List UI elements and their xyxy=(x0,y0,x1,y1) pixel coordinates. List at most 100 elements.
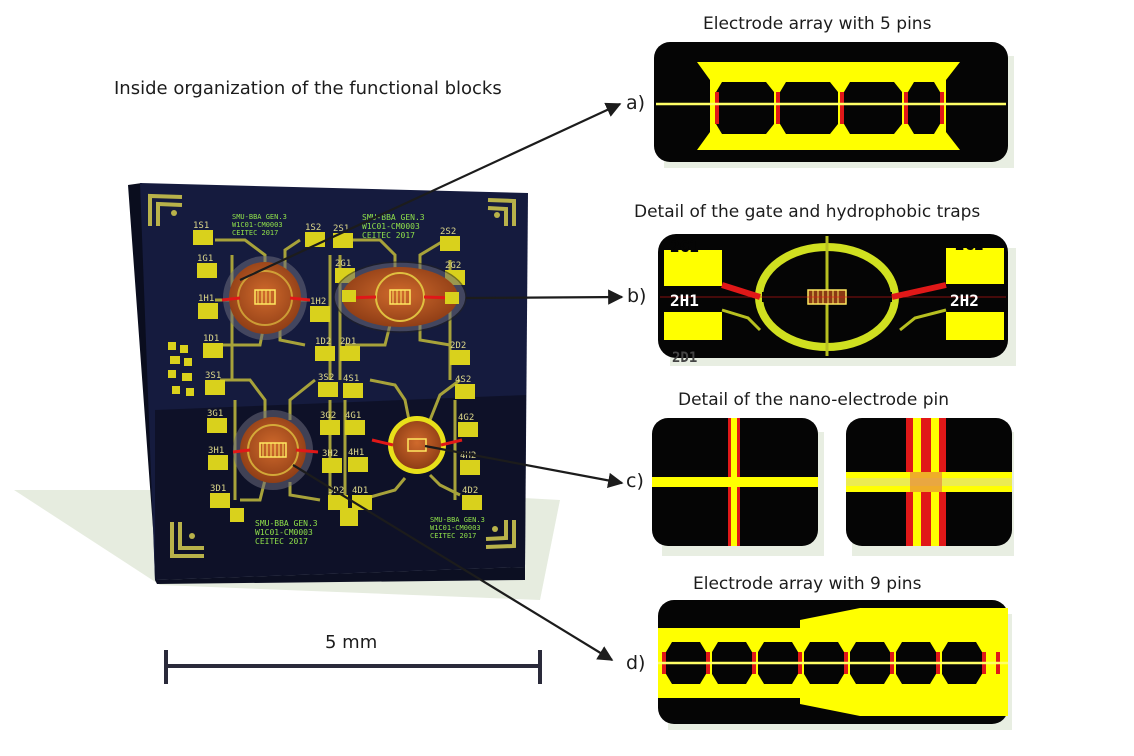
pointer-arrows xyxy=(239,102,624,661)
panel-c-tag: c) xyxy=(626,470,644,492)
arrow-to-panel-b xyxy=(465,289,624,305)
pad-2S1 xyxy=(333,233,353,248)
chip-text: SMU-BBA GEN.3 xyxy=(255,519,318,528)
pad-1H2 xyxy=(310,306,330,322)
pad-1S1 xyxy=(193,230,213,245)
panel-b-label-2h2: 2H2 xyxy=(950,291,979,310)
pad-label: 4S2 xyxy=(455,375,471,385)
panel-a-tag: a) xyxy=(626,92,646,114)
pad-label: 4G2 xyxy=(458,413,474,423)
chip-text: CEITEC 2017 xyxy=(430,532,476,540)
chip-text: CEITEC 2017 xyxy=(232,229,278,237)
panel-b-tag: b) xyxy=(627,285,647,307)
pad-3D2 xyxy=(328,495,348,510)
corner-mark-tr xyxy=(487,198,516,226)
pad-label: 1G1 xyxy=(197,254,213,264)
corner-mark-bl xyxy=(170,522,204,558)
pad-2S2 xyxy=(440,236,460,251)
test-structures xyxy=(168,342,194,396)
pad-4G1 xyxy=(345,420,365,435)
pad-label: 4G1 xyxy=(345,411,361,421)
pad-label: 3D1 xyxy=(210,484,226,494)
corner-mark-br xyxy=(485,520,516,549)
pad-2D1 xyxy=(340,346,360,361)
pad-2D2 xyxy=(450,350,470,365)
pad-3G1 xyxy=(207,418,227,433)
chip-text: W1C01-CM0003 xyxy=(362,222,420,231)
pad-label: 4S1 xyxy=(343,374,359,384)
panel-b-label-2g1: 2G1 xyxy=(670,237,699,256)
panel-b-label-2d1: 2D1 xyxy=(672,350,697,366)
panel-d-image xyxy=(658,600,1012,730)
pad-label: 3G2 xyxy=(320,411,336,421)
chip-text: W1C01-CM0003 xyxy=(430,524,481,532)
pad-4H1 xyxy=(348,457,368,472)
panel-b-label-2g2: 2G2 xyxy=(955,235,984,254)
pad-label: 4H2 xyxy=(460,451,476,461)
panel-a-title: Electrode array with 5 pins xyxy=(703,14,932,34)
pad-4G2 xyxy=(458,422,478,437)
pad-label: 2G1 xyxy=(335,259,351,269)
panel-a-image xyxy=(654,42,1014,168)
corner-mark-tl xyxy=(148,193,183,226)
panel-d-tag: d) xyxy=(626,652,646,674)
arrow-to-panel-c xyxy=(424,444,624,489)
pad-1H1 xyxy=(198,303,218,319)
pad-label: 4D2 xyxy=(462,486,478,496)
panel-b-title: Detail of the gate and hydrophobic traps xyxy=(634,202,981,222)
scale-bar-label: 5 mm xyxy=(325,632,378,653)
chip-text: W1C01-CM0003 xyxy=(232,221,283,229)
pad-label: 2G2 xyxy=(445,261,461,271)
chip-text: W1C01-CM0003 xyxy=(255,528,313,537)
pad-3S1 xyxy=(205,380,225,395)
pad-label: 4D1 xyxy=(352,486,368,496)
panel-d-title: Electrode array with 9 pins xyxy=(693,574,922,594)
chip-text: SMU-BBA GEN.3 xyxy=(430,516,485,524)
pad-4S1 xyxy=(343,383,363,398)
pad-label: 2D1 xyxy=(340,337,356,347)
pad-labels: 1S1 1S2 1G1 1H1 1H2 1D1 1D2 2S1 2S2 2G1 … xyxy=(193,221,478,496)
pad-4S2 xyxy=(455,384,475,399)
pad-label: 1H1 xyxy=(198,294,214,304)
pad-label: 3S1 xyxy=(205,371,221,381)
functional-block-3 xyxy=(232,410,319,490)
panel-b-image: 2G1 2G2 2H1 2H2 2D1 xyxy=(658,234,1016,366)
pad-label: 3S2 xyxy=(318,373,334,383)
pad-label: 1D1 xyxy=(203,334,219,344)
pad-3S2 xyxy=(318,382,338,397)
pad-label: 1S1 xyxy=(193,221,209,231)
chip-bottom-edge xyxy=(155,567,525,584)
pad-3H1 xyxy=(208,455,228,470)
pad-label: 2D2 xyxy=(450,341,466,351)
pad-label: 4H1 xyxy=(348,448,364,458)
pad-3G2 xyxy=(320,420,340,435)
pad-label: 1H2 xyxy=(310,297,326,307)
pad-1D1 xyxy=(203,343,223,358)
arrow-to-panel-d xyxy=(292,464,614,661)
scale-bar xyxy=(164,650,542,684)
chip-text: SMU-BBA GEN.3 xyxy=(362,213,425,222)
pad-label: 1D2 xyxy=(315,337,331,347)
pad-3H2 xyxy=(322,458,342,473)
pad-1D2 xyxy=(315,346,335,361)
pad-label: 3G1 xyxy=(207,409,223,419)
chip-text-blocks: SMU-BBA GEN.3 W1C01-CM0003 CEITEC 2017 S… xyxy=(232,213,485,546)
chip-side xyxy=(128,183,157,583)
panel-b-label-2h1: 2H1 xyxy=(670,291,699,310)
panel-c-image xyxy=(652,418,1014,556)
functional-block-2 xyxy=(333,261,467,333)
chip-pads xyxy=(193,230,482,526)
chip-text: CEITEC 2017 xyxy=(255,537,308,546)
functional-block-4 xyxy=(371,416,463,474)
pad-label: 2S2 xyxy=(440,227,456,237)
figure-heading: Inside organization of the functional bl… xyxy=(114,78,502,99)
pad-4D2 xyxy=(462,495,482,510)
pad-3D1 xyxy=(210,493,230,508)
chip-text: CEITEC 2017 xyxy=(362,231,415,240)
pad-label: 2S1 xyxy=(333,224,349,234)
chip-text: SMU-BBA GEN.3 xyxy=(232,213,287,221)
arrow-to-panel-a xyxy=(239,102,622,281)
panel-c-title: Detail of the nano-electrode pin xyxy=(678,390,950,410)
pad-4H2 xyxy=(460,460,480,475)
